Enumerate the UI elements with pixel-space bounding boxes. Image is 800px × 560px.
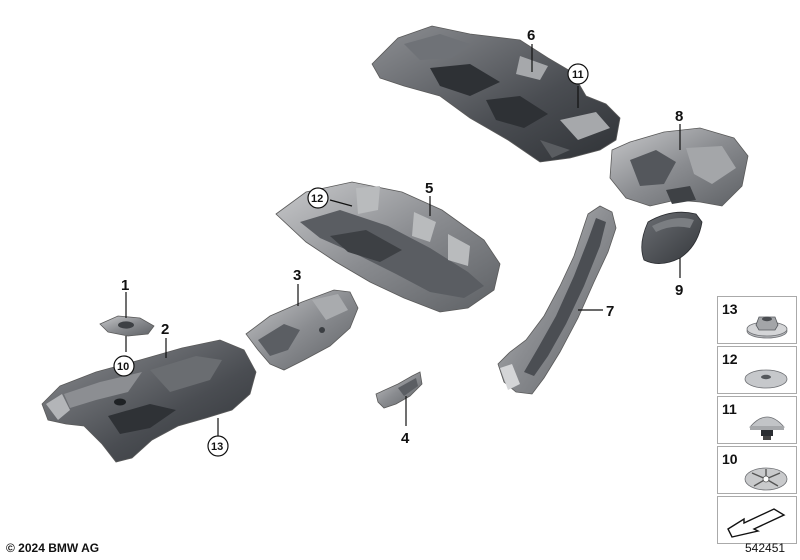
- part-5-tunnel-heat-shield: [275, 181, 501, 313]
- part-2-exhaust-heat-shield: [41, 339, 257, 463]
- legend-item-10: 10: [717, 446, 797, 494]
- legend-item-11: 11: [717, 396, 797, 444]
- part-3-heat-shield: [245, 289, 359, 371]
- callout-6: 6: [527, 27, 535, 44]
- legend-item-12: 12: [717, 346, 797, 394]
- direction-arrow-icon: [727, 508, 786, 538]
- legend-label: 10: [722, 451, 738, 467]
- callout-9: 9: [675, 282, 683, 299]
- legend-label: 12: [722, 351, 738, 367]
- callout-3: 3: [293, 267, 301, 284]
- callout-8: 8: [675, 108, 683, 125]
- svg-text:12: 12: [311, 193, 323, 205]
- part-4-small-shield: [375, 371, 423, 409]
- circled-callout-10: 10: [113, 355, 135, 377]
- svg-text:13: 13: [211, 441, 223, 453]
- part-1-small-plate: [99, 315, 155, 337]
- part-9-insulating-pad: [641, 211, 703, 264]
- expanding-rivet-icon: [749, 416, 785, 440]
- circled-callout-11: 11: [567, 63, 589, 85]
- callout-7: 7: [606, 303, 614, 320]
- diagram-number: 542451: [745, 541, 786, 555]
- part-8-side-insulation: [609, 127, 749, 207]
- copyright-notice: © 2024 BMW AG: [6, 541, 100, 555]
- callout-2: 2: [161, 321, 169, 338]
- circled-callouts: 10 13 12 11: [113, 63, 589, 457]
- svg-text:10: 10: [117, 361, 129, 373]
- washer-icon: [744, 369, 788, 389]
- leader-lines: [125, 44, 681, 436]
- speed-nut-icon: [744, 467, 788, 491]
- circled-callout-13: 13: [207, 435, 229, 457]
- flange-nut-icon: [746, 316, 788, 339]
- legend-label: 13: [722, 301, 738, 317]
- legend-label: 11: [722, 401, 737, 417]
- circled-callout-12: 12: [307, 187, 329, 209]
- callout-1: 1: [121, 277, 129, 294]
- legend-item-13: 13: [717, 296, 797, 344]
- callout-4: 4: [401, 430, 410, 447]
- leader-12: [329, 199, 353, 207]
- callout-numbers: 1 2 3 4 5 6 7 8 9: [121, 27, 683, 447]
- part-7-side-strip: [497, 205, 617, 395]
- svg-text:11: 11: [572, 69, 584, 81]
- part-6-floor-insulation: [371, 25, 621, 163]
- legend-item-arrow: [717, 496, 797, 544]
- callout-5: 5: [425, 180, 433, 197]
